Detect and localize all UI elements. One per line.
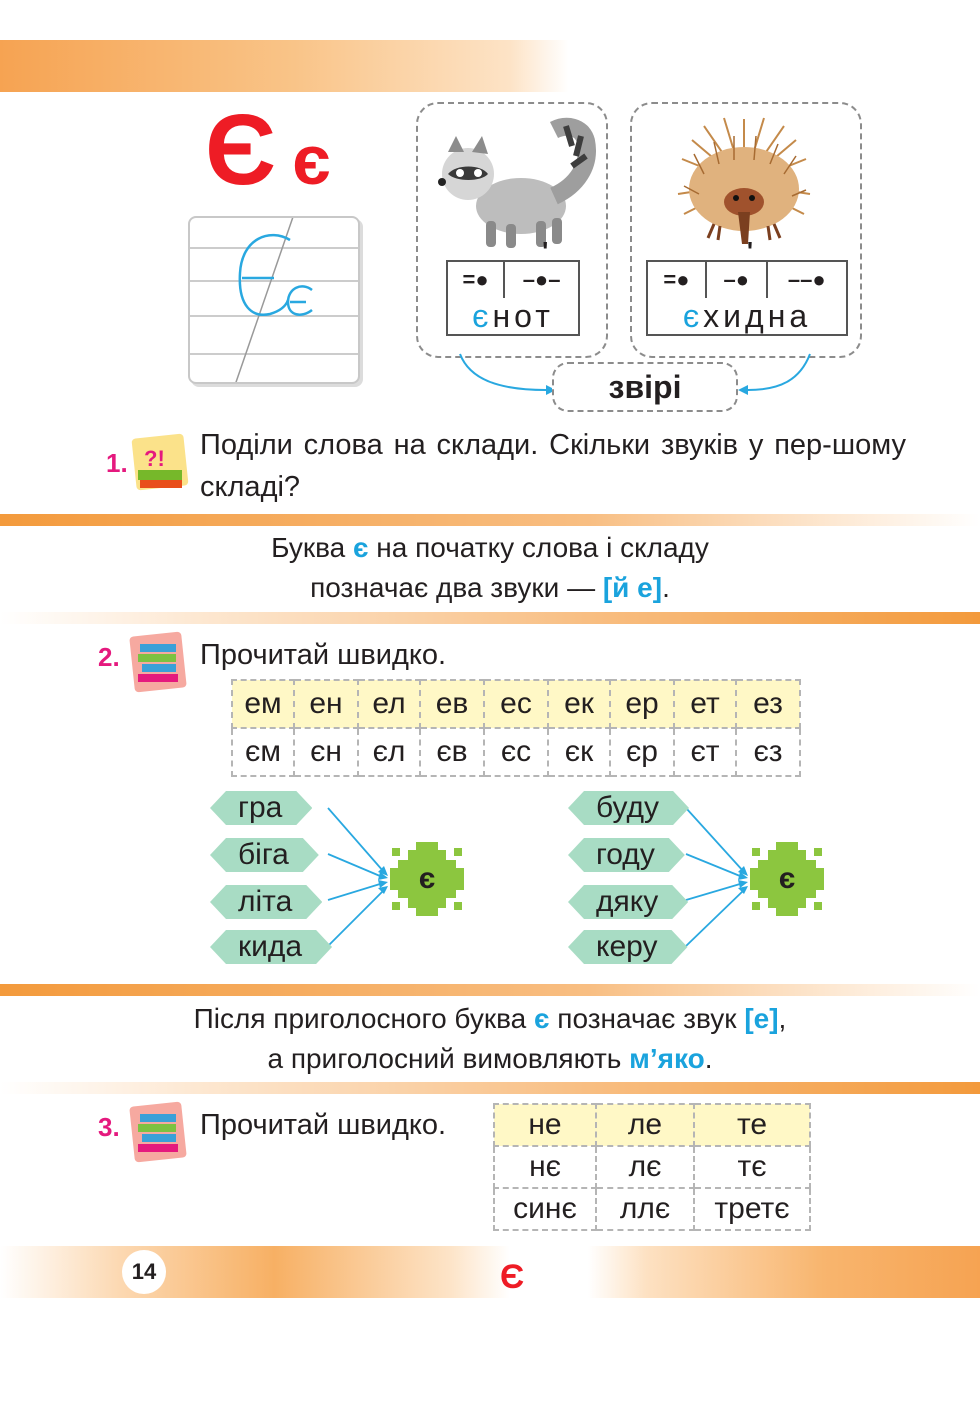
task-number: 3. bbox=[98, 1112, 120, 1142]
scheme-syllable: =● bbox=[648, 262, 707, 298]
handwriting-card bbox=[188, 216, 360, 384]
table-cell: те bbox=[693, 1103, 811, 1147]
letter-badge: є bbox=[390, 842, 464, 916]
task-number: 2. bbox=[98, 642, 120, 672]
letter-lower: є bbox=[292, 121, 331, 199]
syllable-tag: году bbox=[568, 838, 685, 872]
table-cell: єз bbox=[735, 727, 801, 777]
table-cell: єс bbox=[483, 727, 549, 777]
table-cell: не bbox=[493, 1103, 597, 1147]
table-cell: єв bbox=[419, 727, 485, 777]
table-row: не ле те bbox=[493, 1103, 811, 1147]
table-cell: ес bbox=[483, 679, 549, 729]
scheme-syllable-stressed: ʹ –●– bbox=[522, 236, 561, 292]
table-row: синє ллє третє bbox=[493, 1187, 811, 1231]
letter-title: Є є bbox=[205, 94, 331, 206]
fan-arrows bbox=[327, 807, 748, 947]
books-icon bbox=[129, 1101, 187, 1163]
table-cell: єн bbox=[293, 727, 359, 777]
table-cell: ев bbox=[419, 679, 485, 729]
table-cell: ер bbox=[609, 679, 675, 729]
raccoon-illustration bbox=[438, 117, 596, 248]
rule2-line2: а приголосний вимовляють м’яко. bbox=[267, 1043, 713, 1074]
table-row: ем ен ел ев ес ек ер ет ез bbox=[231, 679, 801, 729]
pixel-badge-shape bbox=[750, 842, 824, 916]
table-cell: ллє bbox=[595, 1187, 695, 1231]
scheme-syllable: =● bbox=[448, 262, 506, 298]
rule-band-top bbox=[0, 514, 980, 526]
group-label: звірі bbox=[552, 362, 738, 412]
table-row: нє лє тє bbox=[493, 1145, 811, 1189]
rule2-line1: Після приголосного буква є позначає звук… bbox=[193, 1003, 787, 1034]
table-cell: ет bbox=[673, 679, 737, 729]
table-cell: ел bbox=[357, 679, 421, 729]
syllable-tag: кида bbox=[210, 930, 332, 964]
scheme-syllable: ––● bbox=[787, 267, 826, 292]
table-cell: тє bbox=[693, 1145, 811, 1189]
table-cell: єр bbox=[609, 727, 675, 777]
table-cell: ен bbox=[293, 679, 359, 729]
books-icon bbox=[129, 631, 187, 693]
rule-band-bottom bbox=[0, 612, 980, 624]
pixel-badge-shape bbox=[390, 842, 464, 916]
table-row: єм єн єл єв єс єк єр єт єз bbox=[231, 727, 801, 777]
letter-upper: Є bbox=[205, 94, 277, 206]
table-cell: ле bbox=[595, 1103, 695, 1147]
letter-badge: є bbox=[750, 842, 824, 916]
syllable-tag: буду bbox=[568, 791, 689, 825]
question-book-icon: ?! bbox=[131, 433, 189, 491]
table-cell: нє bbox=[493, 1145, 597, 1189]
table-cell: синє bbox=[493, 1187, 597, 1231]
syllable-table: не ле те нє лє тє синє ллє третє bbox=[493, 1103, 811, 1231]
task3-text: Прочитай швидко. bbox=[200, 1109, 447, 1141]
syllable-tag: керу bbox=[568, 930, 688, 964]
stress-mark: ʹ bbox=[542, 236, 549, 266]
sound-scheme: =● ʹ –● ––● bbox=[646, 236, 848, 300]
table-cell: єк bbox=[547, 727, 611, 777]
syllable-table: ем ен ел ев ес ек ер ет ез єм єн єл єв є… bbox=[231, 679, 801, 777]
rule-band-bottom bbox=[0, 1082, 980, 1094]
group-arrows bbox=[459, 353, 811, 395]
header-band bbox=[0, 40, 980, 92]
rule-band-top bbox=[0, 984, 980, 996]
svg-text:?!: ?! bbox=[144, 446, 165, 471]
table-cell: єт bbox=[673, 727, 737, 777]
task-number: 1. bbox=[106, 448, 128, 478]
footer-letter: Є bbox=[500, 1258, 525, 1296]
rule1-line1: Буква є на початку слова і складу bbox=[271, 532, 709, 563]
syllable-tag: гра bbox=[210, 791, 312, 825]
syllable-tag: біга bbox=[210, 838, 319, 872]
table-cell: лє bbox=[595, 1145, 695, 1189]
table-cell: третє bbox=[693, 1187, 811, 1231]
table-cell: ек bbox=[547, 679, 611, 729]
rule1-line2: позначає два звуки — [й е]. bbox=[310, 572, 670, 603]
table-cell: ем bbox=[231, 679, 295, 729]
stress-mark: ʹ bbox=[746, 236, 754, 266]
task2-text: Прочитай швидко. bbox=[200, 639, 447, 671]
page-number: 14 bbox=[122, 1250, 166, 1294]
table-cell: єм bbox=[231, 727, 295, 777]
sound-scheme: =● ʹ –●– bbox=[446, 236, 580, 300]
table-cell: єл bbox=[357, 727, 421, 777]
table-cell: ез bbox=[735, 679, 801, 729]
scheme-syllable-stressed: ʹ –● bbox=[707, 236, 768, 298]
cursive-letter-illustration bbox=[190, 218, 358, 382]
echidna-illustration bbox=[677, 117, 811, 244]
syllable-tag: дяку bbox=[568, 885, 688, 919]
task1-text: Поділи слова на склади. Скільки звуків у… bbox=[200, 429, 906, 503]
syllable-tag: літа bbox=[210, 885, 322, 919]
